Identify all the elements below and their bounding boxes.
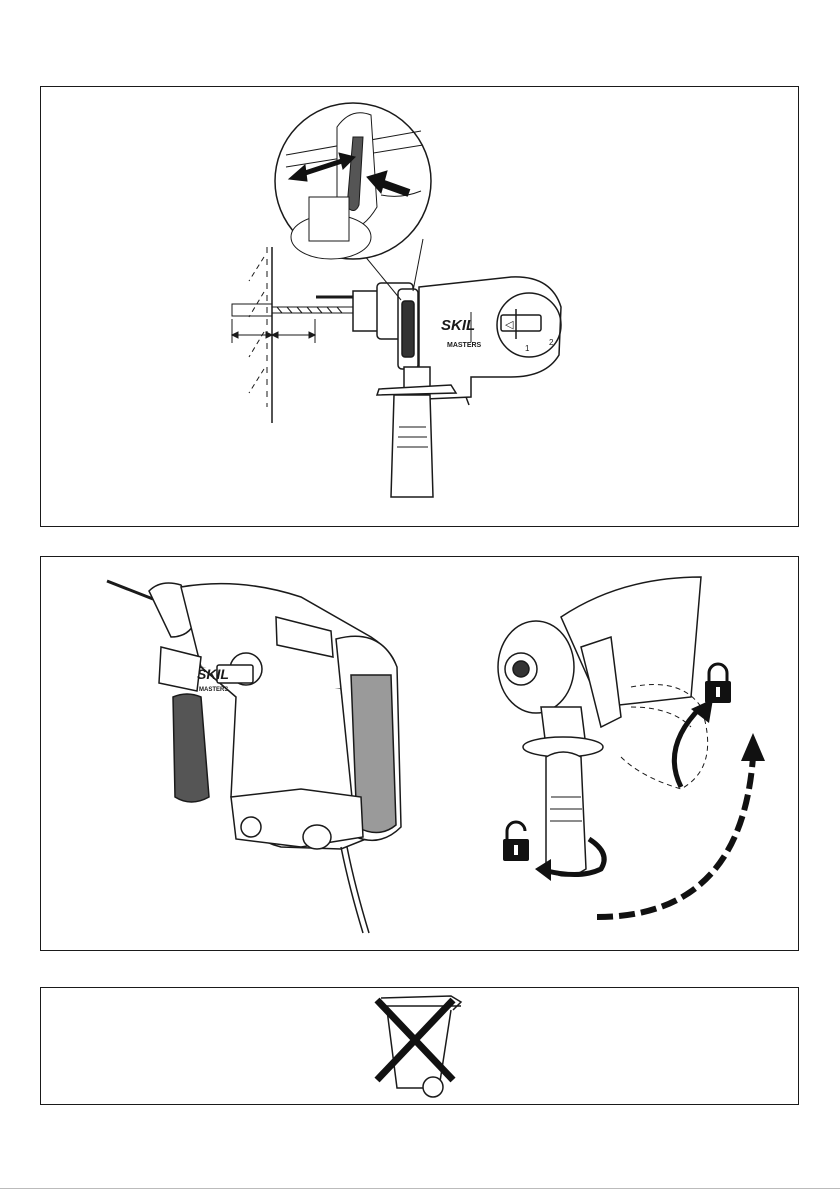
model-label: MASTERS: [447, 342, 482, 349]
dial-setting-2: 2: [549, 338, 554, 347]
rotary-hammer-side-view: [353, 277, 561, 405]
lock-closed-icon: [705, 664, 731, 703]
lock-open-icon: [503, 822, 529, 861]
model-label: MASTERS: [199, 687, 228, 693]
dial-setting-1: 1: [525, 344, 530, 353]
depth-stop-illustration: SKIL MASTERS ◁ 1 2: [41, 87, 800, 528]
side-handle-illustration: SKIL MASTERS: [41, 557, 800, 952]
rotate-arrow-head: [535, 859, 551, 881]
disposal-figure-panel: [40, 987, 799, 1105]
depth-stop-figure-panel: SKIL MASTERS ◁ 1 2: [40, 86, 799, 527]
rotary-hammer-perspective: [107, 581, 401, 933]
detail-magnifier: [275, 103, 431, 300]
dial-mark: ◁: [505, 318, 514, 331]
brand-logo: SKIL: [197, 666, 229, 682]
depth-dimension-arrows: [232, 319, 315, 343]
crossed-out-wheelie-bin-icon: [377, 996, 461, 1097]
swing-arrow-head: [741, 733, 765, 761]
brand-logo: SKIL: [441, 317, 475, 334]
side-handle-figure-panel: SKIL MASTERS: [40, 556, 799, 951]
swing-arrow-icon: [597, 707, 753, 917]
rotary-hammer-front-view: [498, 577, 701, 876]
drill-bit: [232, 297, 371, 316]
page-bottom-rule: [0, 1188, 840, 1189]
disposal-illustration: [41, 988, 800, 1106]
